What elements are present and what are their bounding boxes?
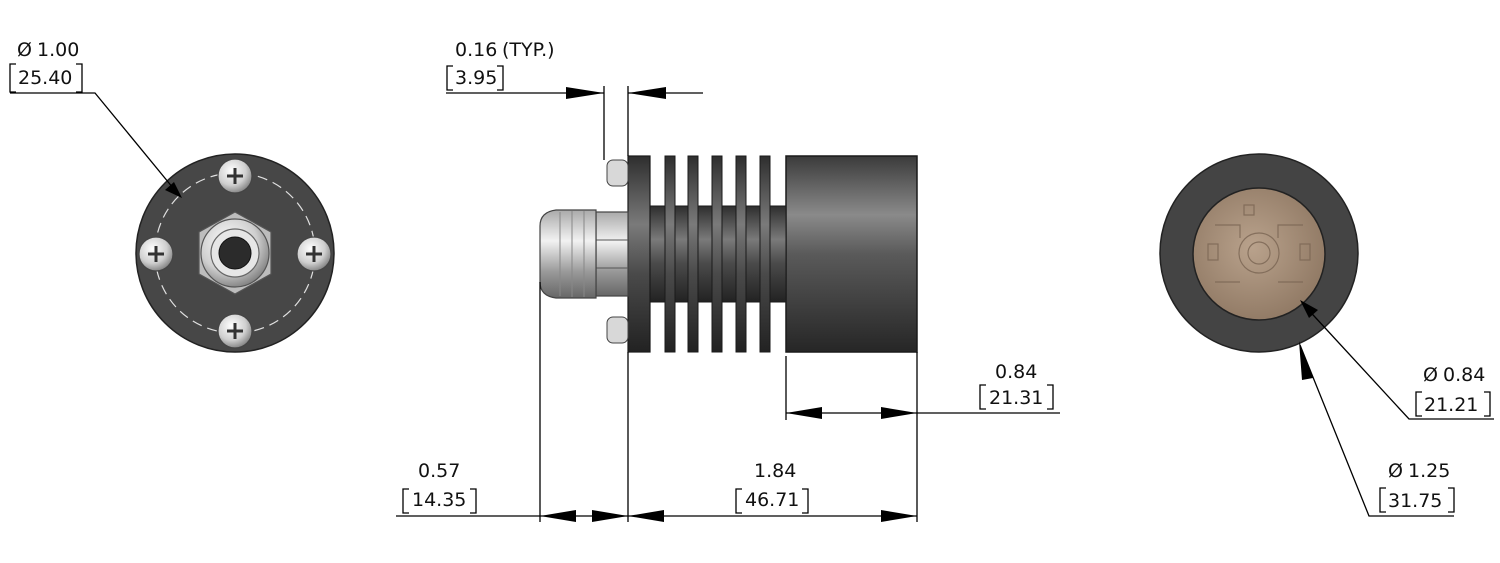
dim-gland-mm: 14.35 <box>412 489 466 511</box>
dim-flange-note: (TYP.) <box>502 39 555 61</box>
dim-gland-inch: 0.57 <box>418 460 460 482</box>
cable-gland-side <box>539 209 597 299</box>
dim-front-diameter-inch: 1.00 <box>37 39 79 61</box>
dim-outer-symbol: Ø <box>1388 460 1403 482</box>
dim-flange-inch: 0.16 <box>455 39 497 61</box>
heatsink-fin <box>711 155 723 353</box>
flange-plate <box>627 155 651 353</box>
dim-cap-mm: 21.31 <box>989 387 1043 409</box>
dim-body-inch: 1.84 <box>754 460 796 482</box>
dim-cap-inch: 0.84 <box>995 361 1037 383</box>
cable-hole <box>218 236 252 270</box>
screw-icon <box>217 158 253 194</box>
heatsink-fin <box>687 155 699 353</box>
front-view: Ø 0.84 21.21 Ø 1.25 31.75 <box>1159 153 1494 517</box>
dim-front-diameter-symbol: Ø <box>17 39 32 61</box>
dim-outer-inch: 1.25 <box>1408 460 1450 482</box>
dim-aperture-mm: 21.21 <box>1424 394 1478 416</box>
hex-nut-side <box>595 211 629 297</box>
dim-flange-mm: 3.95 <box>455 67 497 89</box>
side-view: 0.16 (TYP.) 3.95 0.57 14.35 1.84 46.71 0… <box>396 39 1060 522</box>
lens-aperture <box>1192 187 1326 321</box>
heatsink-fin <box>759 155 771 353</box>
dim-aperture-inch: 0.84 <box>1443 364 1485 386</box>
dim-body-mm: 46.71 <box>745 489 799 511</box>
dim-outer-mm: 31.75 <box>1388 490 1442 512</box>
cap-body <box>785 155 918 353</box>
screw-icon <box>138 236 174 272</box>
screw-head-side <box>606 159 629 187</box>
screw-icon <box>217 313 253 349</box>
dim-front-diameter-mm: 25.40 <box>18 67 72 89</box>
led-board-detail <box>1207 204 1311 283</box>
back-view: Ø 1.00 25.40 <box>9 39 335 353</box>
screw-icon <box>296 236 332 272</box>
dim-aperture-symbol: Ø <box>1423 364 1438 386</box>
heatsink-fin <box>735 155 747 353</box>
heatsink-fin <box>664 155 676 353</box>
screw-head-side <box>606 316 629 344</box>
